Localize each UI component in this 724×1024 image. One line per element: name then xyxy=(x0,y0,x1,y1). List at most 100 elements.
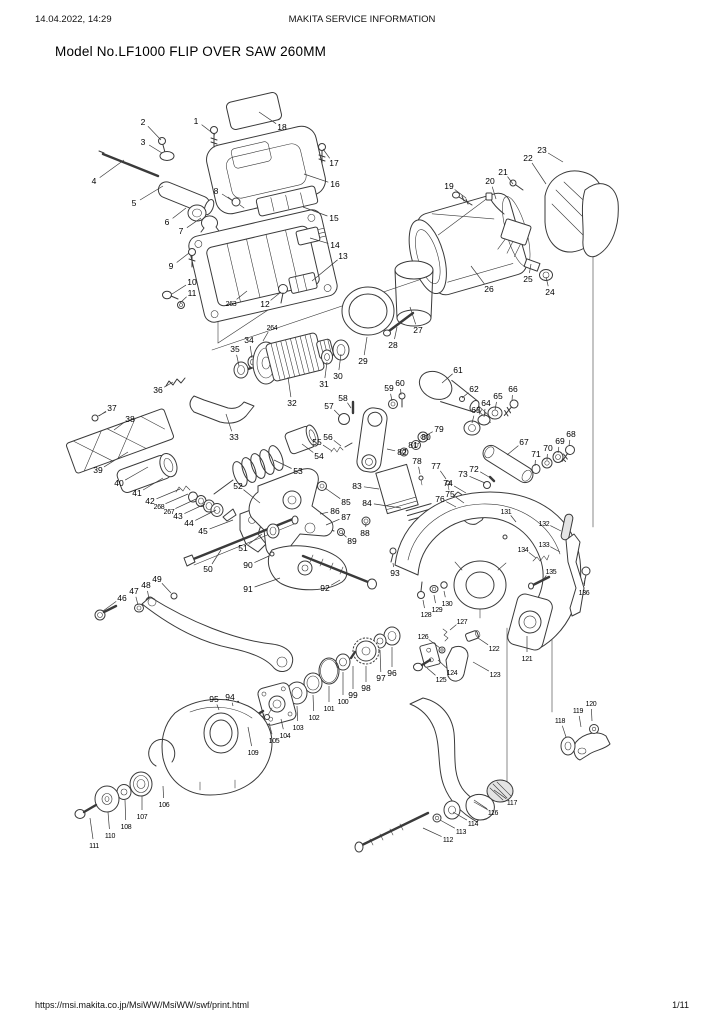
leader-line-123 xyxy=(472,661,490,672)
part-label-78: 78 xyxy=(412,456,422,466)
part-label-268: 268 xyxy=(154,504,165,511)
part-label-47: 47 xyxy=(129,586,139,596)
part-label-84: 84 xyxy=(362,498,372,508)
part-label-98: 98 xyxy=(361,683,371,693)
leader-line-18 xyxy=(258,111,277,124)
part-label-96: 96 xyxy=(387,668,397,678)
leader-line-110 xyxy=(107,811,110,830)
leader-line-124 xyxy=(437,659,447,669)
part-label-61: 61 xyxy=(453,365,463,375)
part-label-7: 7 xyxy=(179,226,184,236)
part-label-43: 43 xyxy=(173,511,183,521)
leader-line-119 xyxy=(578,715,582,728)
leader-line-118 xyxy=(561,725,567,738)
part-label-105: 105 xyxy=(269,738,280,745)
part-label-127: 127 xyxy=(457,619,468,626)
part-label-53: 53 xyxy=(293,466,303,476)
part-label-60: 60 xyxy=(395,378,405,388)
part-label-126: 126 xyxy=(418,634,429,641)
part-label-17: 17 xyxy=(329,158,339,168)
leader-line-22 xyxy=(531,162,547,185)
leader-line-55 xyxy=(322,444,333,452)
leader-line-89 xyxy=(341,532,347,538)
leader-line-32 xyxy=(287,376,292,398)
part-label-130: 130 xyxy=(442,601,453,608)
part-label-30: 30 xyxy=(333,371,343,381)
part-label-21: 21 xyxy=(498,167,508,177)
leader-line-57 xyxy=(333,409,341,417)
leader-line-97 xyxy=(379,649,382,673)
leader-line-30 xyxy=(338,353,342,371)
part-label-66: 66 xyxy=(508,384,518,394)
leader-line-48 xyxy=(147,590,150,600)
leader-line-45 xyxy=(209,519,234,530)
leader-line-6 xyxy=(172,207,187,219)
part-label-24: 24 xyxy=(545,287,555,297)
leader-line-113 xyxy=(439,819,455,829)
leader-line-28 xyxy=(394,326,398,340)
part-label-69: 69 xyxy=(555,436,565,446)
leader-line-47 xyxy=(135,596,139,606)
part-label-27: 27 xyxy=(413,325,423,335)
part-label-101: 101 xyxy=(324,706,335,713)
part-label-75: 75 xyxy=(445,489,455,499)
part-label-114: 114 xyxy=(468,821,479,828)
leader-line-15 xyxy=(302,206,328,217)
leader-line-14 xyxy=(309,237,329,244)
blade-case-group xyxy=(394,491,591,682)
part-label-133: 133 xyxy=(539,542,550,549)
leader-line-37 xyxy=(98,410,107,417)
part-label-9: 9 xyxy=(169,261,174,271)
leader-line-128 xyxy=(422,599,425,609)
part-label-76: 76 xyxy=(435,494,445,504)
leader-line-54 xyxy=(301,443,314,453)
leader-line-27 xyxy=(409,306,417,325)
leader-line-61 xyxy=(441,373,453,384)
part-label-56: 56 xyxy=(323,432,333,442)
leader-line-104 xyxy=(280,718,284,730)
leader-line-109 xyxy=(247,726,252,747)
part-label-264: 264 xyxy=(267,325,278,332)
leader-line-43 xyxy=(184,503,206,514)
leader-line-267 xyxy=(175,498,197,509)
part-label-15: 15 xyxy=(329,213,339,223)
part-label-118: 118 xyxy=(555,718,566,725)
part-label-77: 77 xyxy=(431,461,441,471)
leader-line-73 xyxy=(469,475,486,484)
part-label-35: 35 xyxy=(230,344,240,354)
leader-line-127 xyxy=(449,624,457,631)
part-label-6: 6 xyxy=(165,217,170,227)
leader-line-94 xyxy=(231,702,234,707)
leader-line-102 xyxy=(312,694,315,712)
leader-line-81 xyxy=(404,447,408,451)
leader-line-49 xyxy=(161,582,172,594)
leader-line-17 xyxy=(322,148,330,159)
base-housing-group xyxy=(162,209,338,323)
leader-line-16 xyxy=(303,173,329,183)
leader-line-95 xyxy=(216,704,220,711)
part-label-135: 135 xyxy=(546,569,557,576)
part-label-23: 23 xyxy=(537,145,547,155)
part-label-49: 49 xyxy=(152,574,162,584)
part-label-102: 102 xyxy=(309,715,320,722)
leader-line-26 xyxy=(470,265,485,285)
part-label-81: 81 xyxy=(408,440,418,450)
gear-train-group xyxy=(226,626,401,726)
part-label-1: 1 xyxy=(194,116,199,126)
leader-line-19 xyxy=(454,189,467,199)
part-label-38: 38 xyxy=(125,414,135,424)
leader-line-10 xyxy=(171,284,187,295)
leader-line-5 xyxy=(139,185,164,201)
part-label-121: 121 xyxy=(522,656,533,663)
leader-line-69 xyxy=(557,446,560,454)
part-label-37: 37 xyxy=(107,403,117,413)
leader-line-65 xyxy=(494,401,497,411)
header-title: MAKITA SERVICE INFORMATION xyxy=(288,14,436,25)
part-label-68: 68 xyxy=(566,429,576,439)
leader-line-85 xyxy=(324,487,341,499)
part-label-36: 36 xyxy=(153,385,163,395)
leader-line-126 xyxy=(428,639,441,649)
leader-line-79 xyxy=(424,431,433,437)
part-label-42: 42 xyxy=(145,496,155,506)
